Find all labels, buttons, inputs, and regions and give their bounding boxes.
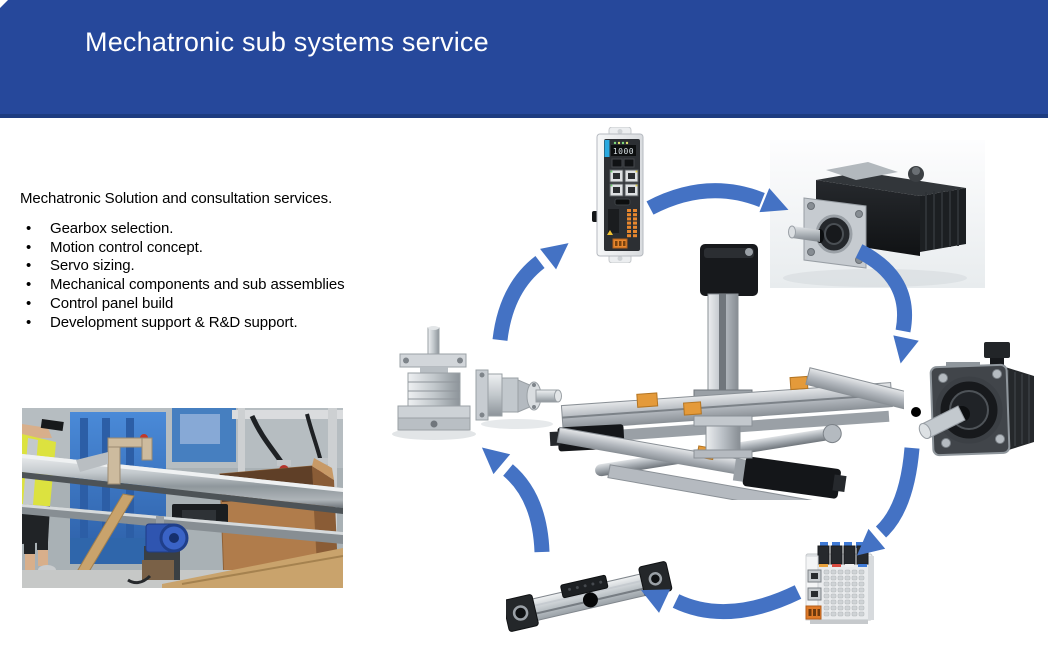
bullet-marker: • <box>26 276 32 294</box>
intro-text: Mechatronic Solution and consultation se… <box>20 190 333 207</box>
corner-notch <box>0 0 8 8</box>
list-item: • Servo sizing. <box>24 257 345 276</box>
bullet-text: Gearbox selection. <box>50 220 174 237</box>
header-band: Mechatronic sub systems service <box>0 0 1048 118</box>
arrow-plc-to-actuator-icon <box>640 585 802 620</box>
arrow-motor-to-servo-icon <box>855 244 919 364</box>
gantry-system-image <box>548 230 912 522</box>
bullet-marker: • <box>26 220 32 237</box>
list-item: • Development support & R&D support. <box>24 314 345 333</box>
arrow-drive-to-motor-icon <box>646 183 789 215</box>
list-item: • Mechanical components and sub assemblie… <box>24 276 345 295</box>
bullet-marker: • <box>26 257 32 275</box>
list-item: • Control panel build <box>24 295 345 314</box>
drive-display: 1000 <box>613 147 634 156</box>
assembly-line-photo <box>21 408 344 588</box>
bullet-list: • Gearbox selection. • Motion control conc… <box>24 220 345 332</box>
bullet-marker: • <box>26 294 32 312</box>
bullet-text: Mechanical components and sub assemblies <box>50 276 345 294</box>
assembly-line-photo-image <box>21 408 344 588</box>
bullet-text: Servo sizing. <box>50 257 135 275</box>
bullet-marker: • <box>26 313 32 331</box>
servo-drive-image: 1000 <box>591 126 649 264</box>
list-item: • Motion control concept. <box>24 239 345 258</box>
servo-motor-image <box>918 342 1042 468</box>
plc-controller-image <box>802 542 884 626</box>
arrow-servo-to-plc-icon <box>856 447 920 556</box>
bullet-dot <box>911 407 921 417</box>
arrow-gearbox-to-drive-icon <box>492 243 569 341</box>
arrow-actuator-to-gearbox-icon <box>481 447 550 553</box>
bullet-text: Motion control concept. <box>50 238 203 256</box>
gearbox-image <box>372 324 564 448</box>
bullet-text: Control panel build <box>50 294 174 312</box>
bullet-marker: • <box>26 238 32 256</box>
list-item: • Gearbox selection. <box>24 220 345 239</box>
page-title: Mechatronic sub systems service <box>85 27 489 57</box>
bullet-text: Development support & R&D support. <box>50 313 298 331</box>
